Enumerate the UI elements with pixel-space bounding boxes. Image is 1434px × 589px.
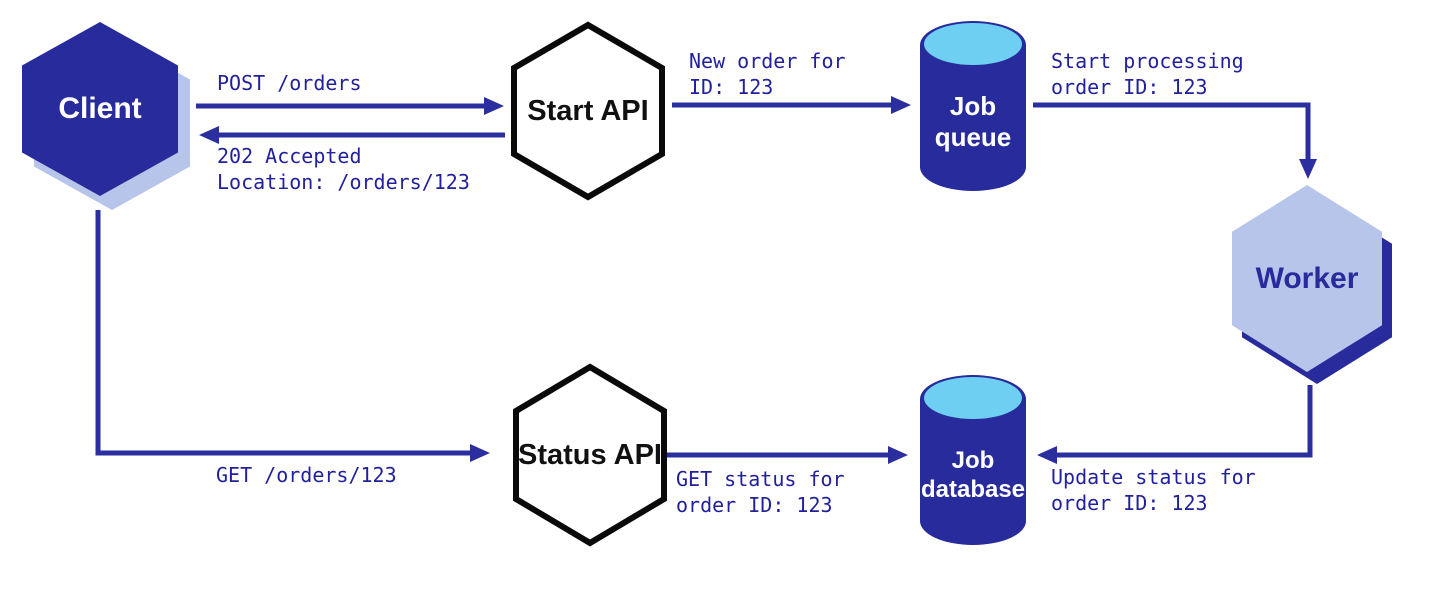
edge-start-processing-label: Start processing order ID: 123 bbox=[1051, 49, 1244, 99]
edge-202-accepted-label: 202 Accepted Location: /orders/123 bbox=[217, 144, 470, 194]
job-database-cylinder-icon bbox=[920, 375, 1026, 545]
edge-start-processing-arrow bbox=[1033, 102, 1317, 179]
status-api-hexagon-icon bbox=[513, 363, 667, 547]
job-queue-node-label: Job queue bbox=[934, 90, 1012, 152]
client-node-label: Client bbox=[58, 92, 142, 125]
start-api-hexagon-icon bbox=[511, 21, 665, 201]
edge-get-orders-arrow bbox=[95, 210, 490, 462]
edge-update-status-arrow bbox=[1037, 385, 1313, 464]
worker-node: Worker bbox=[1232, 185, 1394, 385]
status-api-node: Status API bbox=[510, 363, 670, 547]
edge-post-orders-label: POST /orders bbox=[217, 71, 362, 95]
status-api-node-label: Status API bbox=[518, 438, 662, 471]
worker-node-label: Worker bbox=[1255, 261, 1359, 295]
edge-get-status-label: GET status for order ID: 123 bbox=[676, 467, 845, 517]
edge-new-order-label: New order for ID: 123 bbox=[689, 49, 846, 99]
job-database-node: Job database bbox=[917, 372, 1029, 548]
start-api-node-label: Start API bbox=[527, 94, 649, 127]
edge-update-status-label: Update status for order ID: 123 bbox=[1051, 465, 1256, 515]
start-api-node: Start API bbox=[508, 21, 668, 201]
job-queue-cylinder-icon bbox=[920, 21, 1026, 191]
job-database-node-label: Job database bbox=[920, 447, 1026, 503]
client-hexagon-icon bbox=[22, 22, 178, 196]
edge-get-orders-label: GET /orders/123 bbox=[216, 463, 397, 487]
client-node: Client bbox=[22, 22, 190, 210]
job-queue-node: Job queue bbox=[917, 18, 1029, 194]
